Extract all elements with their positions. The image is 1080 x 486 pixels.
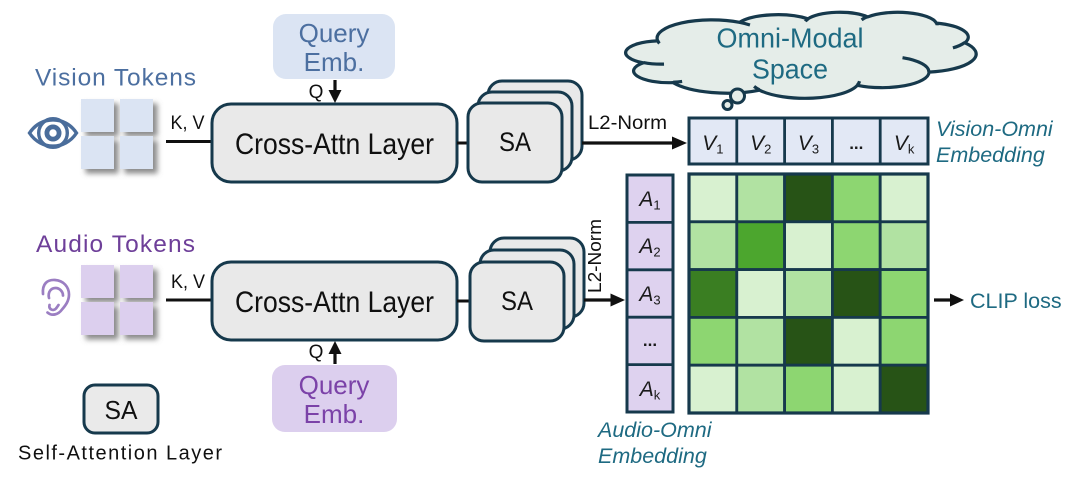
svg-text:Audio-Omni: Audio-Omni — [596, 418, 713, 442]
svg-text:Embedding: Embedding — [598, 444, 707, 468]
svg-text:Query: Query — [299, 18, 370, 48]
svg-text:Audio Tokens: Audio Tokens — [36, 231, 195, 258]
svg-text:Query: Query — [299, 370, 370, 400]
svg-text:K, V: K, V — [171, 272, 205, 293]
svg-text:SA: SA — [499, 127, 531, 157]
svg-text:K, V: K, V — [171, 113, 205, 134]
svg-text:...: ... — [849, 134, 863, 153]
svg-text:L2-Norm: L2-Norm — [584, 219, 605, 293]
svg-text:Cross-Attn Layer: Cross-Attn Layer — [235, 128, 434, 161]
svg-text:Vision Tokens: Vision Tokens — [35, 65, 196, 92]
svg-text:L2-Norm: L2-Norm — [588, 113, 667, 134]
svg-text:Q: Q — [309, 342, 324, 363]
svg-text:Cross-Attn Layer: Cross-Attn Layer — [235, 286, 434, 319]
svg-text:Emb.: Emb. — [304, 47, 365, 77]
svg-text:SA: SA — [105, 395, 139, 425]
svg-text:Embedding: Embedding — [936, 143, 1045, 167]
svg-text:Space: Space — [752, 54, 828, 85]
svg-text:Emb.: Emb. — [304, 399, 365, 429]
svg-text:CLIP loss: CLIP loss — [970, 289, 1062, 313]
svg-text:...: ... — [643, 331, 657, 350]
svg-text:Q: Q — [309, 82, 324, 103]
svg-text:Self-Attention Layer: Self-Attention Layer — [18, 443, 222, 465]
svg-text:Vision-Omni: Vision-Omni — [936, 117, 1054, 141]
svg-text:Omni-Modal: Omni-Modal — [717, 23, 864, 54]
svg-text:SA: SA — [501, 286, 533, 316]
